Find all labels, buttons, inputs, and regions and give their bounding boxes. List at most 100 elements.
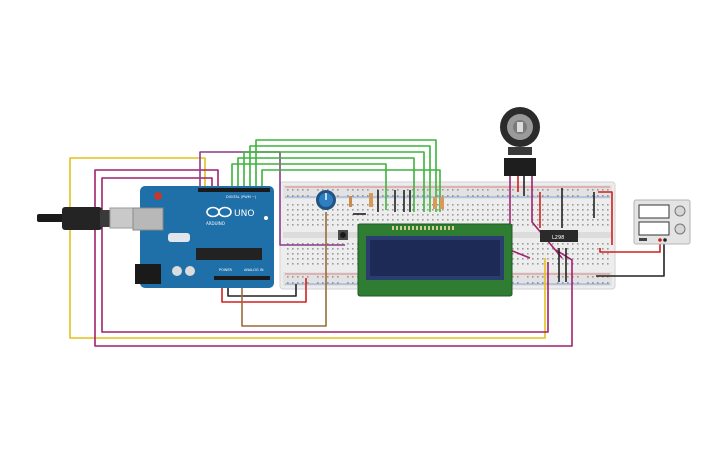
arduino-brand: UNO <box>234 209 254 219</box>
lcd-pin <box>448 226 450 230</box>
lcd-pin <box>420 226 422 230</box>
breadboard-hole <box>567 219 569 221</box>
breadboard-hole <box>302 209 304 211</box>
lcd-display[interactable] <box>357 223 513 297</box>
breadboard-hole <box>547 224 549 226</box>
breadboard-hole <box>512 219 514 221</box>
breadboard-hole <box>602 214 604 216</box>
breadboard-hole <box>357 204 359 206</box>
wires <box>69 139 665 347</box>
breadboard-hole <box>347 243 349 245</box>
breadboard-hole <box>407 209 409 211</box>
motor-encoder-icon[interactable] <box>500 107 540 176</box>
breadboard-hole <box>442 209 444 211</box>
breadboard-hole <box>482 189 484 191</box>
breadboard-hole <box>417 214 419 216</box>
breadboard-hole <box>332 219 334 221</box>
breadboard-hole <box>607 189 609 191</box>
lcd-pin <box>416 226 418 230</box>
breadboard-hole <box>507 214 509 216</box>
breadboard-hole <box>532 253 534 255</box>
breadboard-hole <box>567 214 569 216</box>
breadboard-hole <box>607 214 609 216</box>
breadboard-hole <box>527 214 529 216</box>
breadboard-hole <box>587 263 589 265</box>
breadboard-hole <box>287 253 289 255</box>
breadboard-hole <box>322 282 324 284</box>
breadboard-hole <box>337 243 339 245</box>
breadboard-hole <box>577 214 579 216</box>
potentiometer-icon[interactable] <box>316 190 336 210</box>
breadboard-hole <box>532 258 534 260</box>
breadboard-hole <box>292 209 294 211</box>
breadboard-hole <box>367 214 369 216</box>
breadboard-hole <box>462 209 464 211</box>
lcd-pin <box>440 226 442 230</box>
breadboard-hole <box>477 189 479 191</box>
breadboard-hole <box>297 209 299 211</box>
breadboard-hole <box>342 209 344 211</box>
resistor[interactable] <box>349 193 444 209</box>
breadboard-hole <box>402 204 404 206</box>
breadboard-hole <box>497 189 499 191</box>
breadboard-hole <box>397 195 399 197</box>
breadboard-hole <box>347 258 349 260</box>
breadboard-hole <box>467 209 469 211</box>
breadboard-hole <box>357 209 359 211</box>
breadboard-hole <box>517 258 519 260</box>
breadboard-hole <box>532 282 534 284</box>
arduino-uno-board[interactable]: UNO ARDUINO DIGITAL (PWM ~) POWER ANALOG… <box>132 186 274 288</box>
breadboard-hole <box>522 209 524 211</box>
lcd-pins <box>392 226 454 230</box>
breadboard-hole <box>577 253 579 255</box>
motor-driver-ic[interactable]: L298 <box>540 230 578 242</box>
header-power-label: POWER <box>219 268 233 272</box>
breadboard-hole <box>537 258 539 260</box>
breadboard-hole <box>302 253 304 255</box>
usb-plug-icon[interactable] <box>37 207 141 230</box>
breadboard-hole <box>347 248 349 250</box>
breadboard-hole <box>297 282 299 284</box>
breadboard-hole <box>577 282 579 284</box>
breadboard-hole <box>302 189 304 191</box>
breadboard-hole <box>382 209 384 211</box>
push-button-icon[interactable] <box>338 230 348 240</box>
breadboard-hole <box>457 214 459 216</box>
breadboard-hole <box>607 204 609 206</box>
breadboard-hole <box>552 219 554 221</box>
breadboard-hole <box>332 189 334 191</box>
reset-button[interactable] <box>154 192 162 200</box>
breadboard-hole <box>462 219 464 221</box>
breadboard-hole <box>607 282 609 284</box>
breadboard-hole <box>572 209 574 211</box>
breadboard-hole <box>337 214 339 216</box>
breadboard-hole <box>452 195 454 197</box>
breadboard-hole <box>502 209 504 211</box>
breadboard-hole <box>532 276 534 278</box>
breadboard-hole <box>312 243 314 245</box>
breadboard-hole <box>512 209 514 211</box>
power-supply-icon[interactable] <box>633 199 691 245</box>
breadboard-hole <box>307 204 309 206</box>
breadboard-hole <box>482 204 484 206</box>
breadboard-hole <box>367 204 369 206</box>
breadboard-hole <box>342 219 344 221</box>
breadboard-hole <box>317 224 319 226</box>
breadboard-hole <box>337 189 339 191</box>
breadboard-hole <box>412 219 414 221</box>
breadboard-hole <box>287 243 289 245</box>
breadboard-hole <box>572 214 574 216</box>
breadboard-hole <box>292 276 294 278</box>
breadboard-hole <box>592 276 594 278</box>
breadboard-hole <box>362 219 364 221</box>
lcd-pin <box>396 226 398 230</box>
breadboard-hole <box>307 263 309 265</box>
breadboard-hole <box>597 214 599 216</box>
breadboard-hole <box>517 195 519 197</box>
breadboard-hole <box>467 204 469 206</box>
breadboard-hole <box>557 263 559 265</box>
breadboard-hole <box>527 189 529 191</box>
breadboard-hole <box>602 248 604 250</box>
breadboard-hole <box>317 189 319 191</box>
breadboard-hole <box>317 219 319 221</box>
